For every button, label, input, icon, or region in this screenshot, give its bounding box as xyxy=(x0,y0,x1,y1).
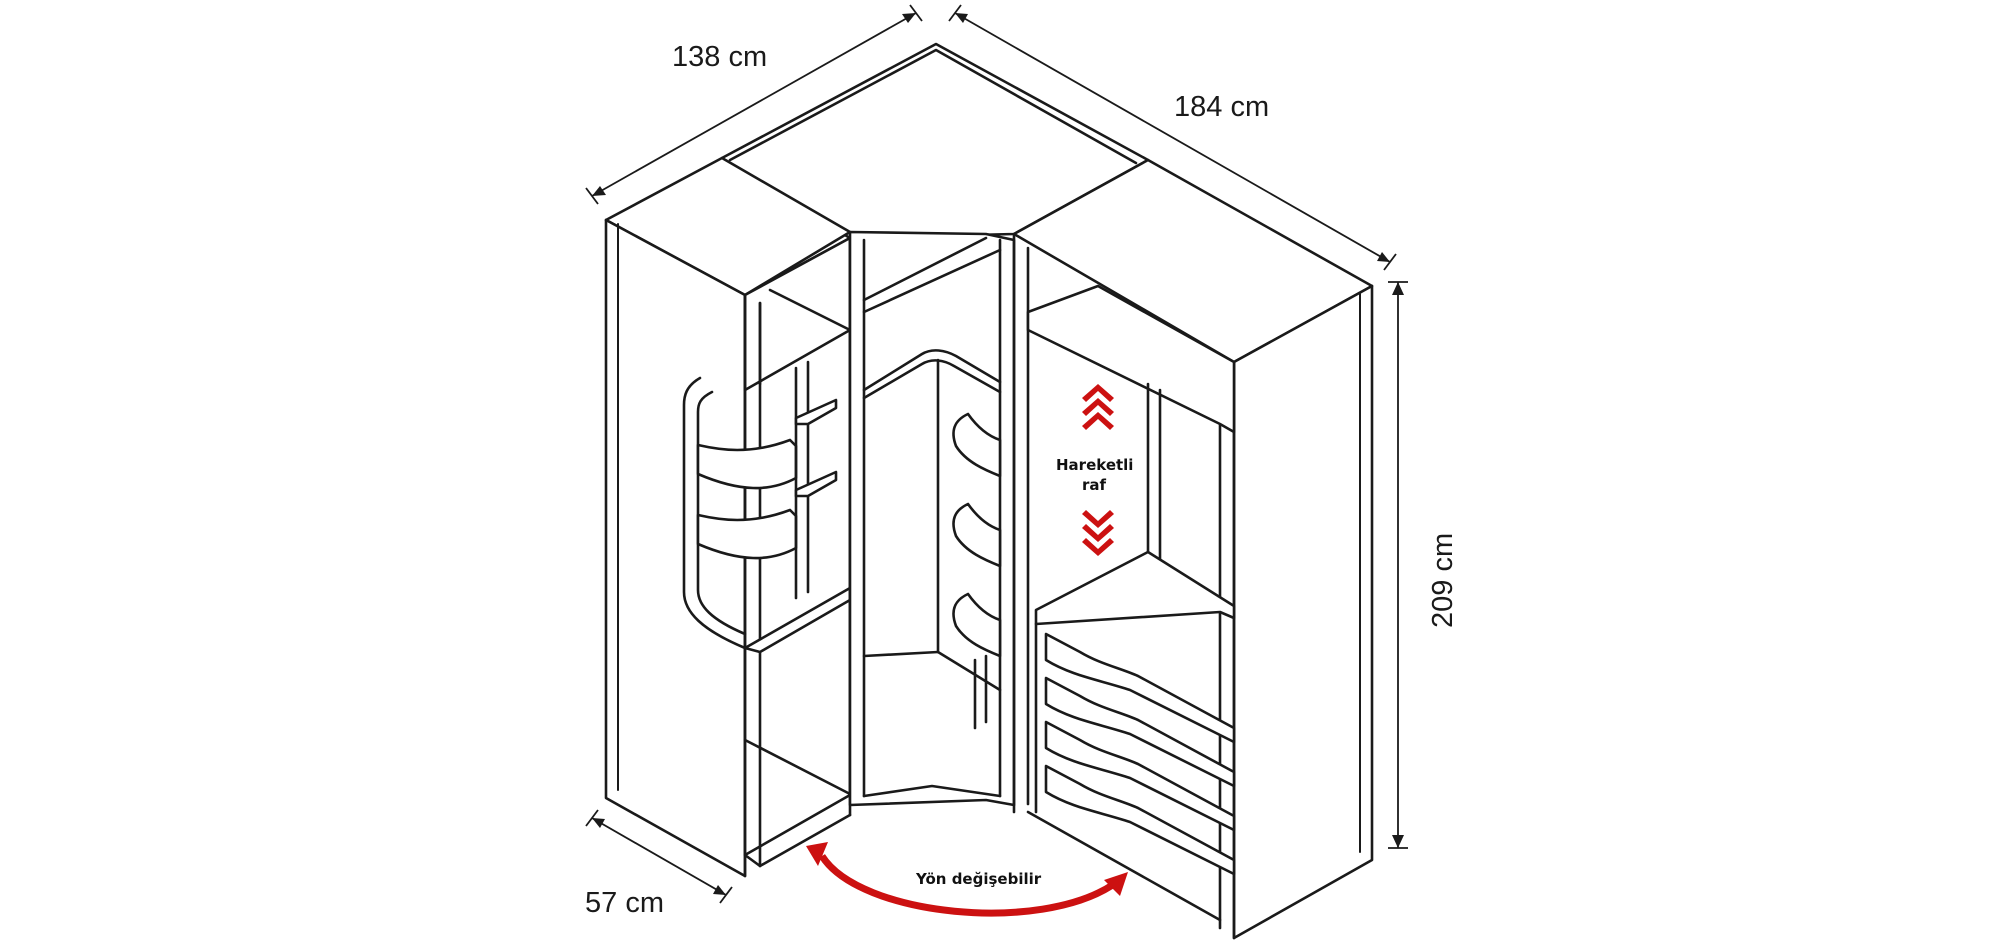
dimension-label-184: 184 cm xyxy=(1174,91,1269,123)
dimension-209-line xyxy=(1388,281,1408,849)
movable-shelf-up-chevron-icon xyxy=(1082,384,1114,430)
dimension-label-57: 57 cm xyxy=(585,887,664,919)
movable-shelf-label-line2: raf xyxy=(1082,476,1107,494)
dimension-184-line xyxy=(948,4,1397,271)
dimension-138-line xyxy=(585,4,923,205)
reversible-label: Yön değişebilir xyxy=(915,870,1042,888)
reversible-curved-arrow-icon xyxy=(806,842,1128,917)
dimension-label-209: 209 cm xyxy=(1427,533,1459,628)
movable-shelf-label-line1: Hareketli xyxy=(1056,456,1133,474)
corner-unit xyxy=(848,230,1016,807)
left-unit xyxy=(604,156,852,878)
dimension-label-138: 138 cm xyxy=(672,41,767,73)
dimension-57-line xyxy=(585,809,733,904)
right-unit xyxy=(1012,158,1374,940)
movable-shelf-down-chevron-icon xyxy=(1082,510,1114,556)
